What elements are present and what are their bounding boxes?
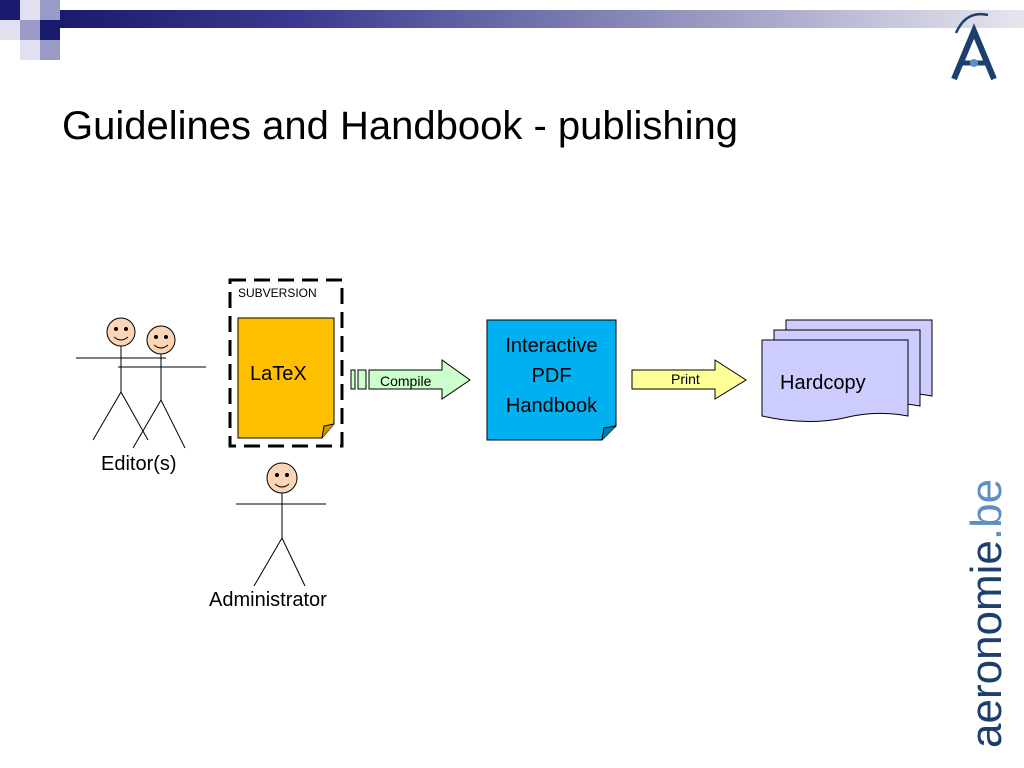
administrator-stick-figure	[236, 462, 326, 587]
editor-stick-figure-1	[76, 317, 166, 441]
pdf-label-line-1: Interactive	[505, 335, 598, 357]
hardcopy-stack-shape	[761, 319, 933, 423]
editors-label: Editor(s)	[101, 453, 177, 475]
slide-title: Guidelines and Handbook - publishing	[62, 104, 739, 148]
pdf-label-line-3: Handbook	[505, 395, 598, 417]
hardcopy-label: Hardcopy	[780, 372, 866, 394]
subversion-repository-box	[228, 278, 344, 448]
subversion-label: SUBVERSION	[238, 286, 317, 300]
aeronomie-a-logo-icon	[951, 12, 997, 81]
print-arrow	[631, 359, 747, 400]
header-gradient-bar	[60, 10, 1024, 28]
administrator-label: Administrator	[209, 589, 327, 611]
editor-stick-figure-2	[118, 325, 206, 449]
pdf-label-line-2: PDF	[531, 365, 572, 387]
print-label: Print	[671, 371, 700, 387]
pdf-label: Interactive PDF Handbook	[487, 331, 616, 421]
compile-arrow	[350, 359, 471, 400]
latex-label: LaTeX	[250, 363, 307, 385]
compile-label: Compile	[380, 373, 432, 389]
